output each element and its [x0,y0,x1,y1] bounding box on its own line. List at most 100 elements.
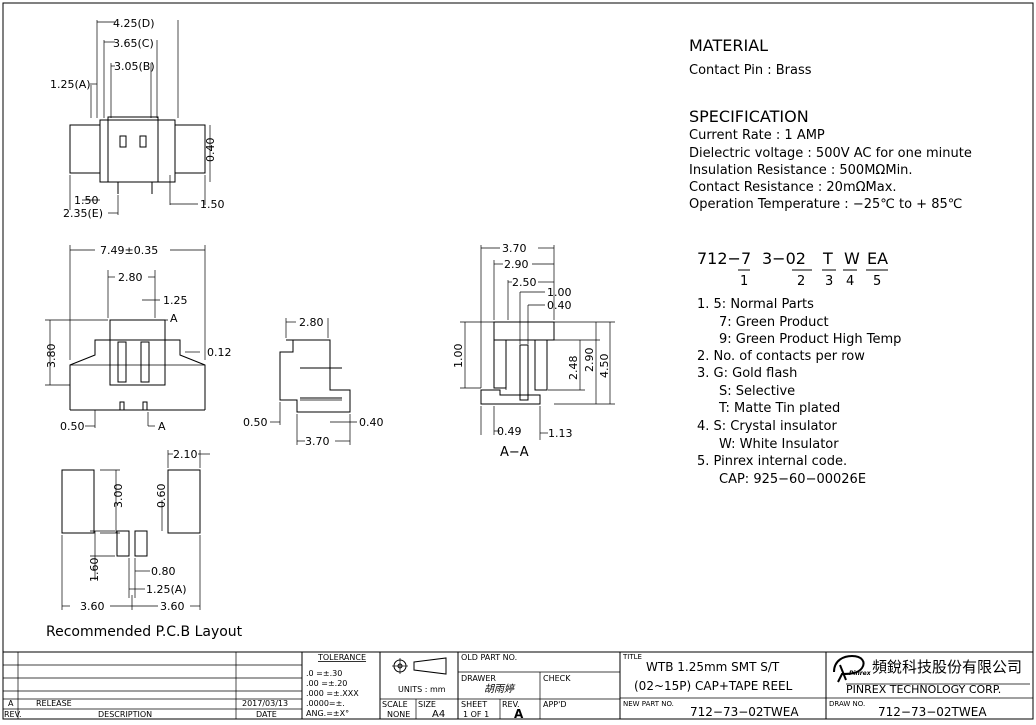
dim-sec-290-right: 2.90 [583,348,596,373]
note-line: 7: Green Product [719,315,829,330]
dim-sec-450: 4.50 [598,354,611,379]
dim-top-c: 3.65(C) [113,37,154,50]
draw-no-value: 712−73−02TWEA [878,705,987,719]
description-header: DESCRIPTION [98,710,152,719]
dim-sec-040: 0.40 [547,299,572,312]
note-line: 4. S: Crystal insulator [697,419,837,434]
release-date: 2017/03/13 [242,699,288,708]
dim-front-380: 3.80 [45,344,58,369]
title-line-2: (02~15P) CAP+TAPE REEL [634,679,793,693]
tolerance-line: .0000=±. [306,699,345,708]
note-line: 1. 5: Normal Parts [697,297,814,312]
tolerance-line: .000 =±.XXX [306,689,359,698]
tolerance-label: TOLERANCE [317,653,366,662]
company-cn: 頻銳科技股份有限公司 [872,658,1022,676]
dim-front-280: 2.80 [118,271,143,284]
title-label: TITLE [622,653,642,661]
date-header: DATE [256,710,277,719]
section-label: A−A [500,445,529,460]
side-view: 2.80 0.50 0.40 3.70 [243,316,384,448]
dim-top-150-left: 1.50 [74,194,99,207]
dim-sec-290: 2.90 [504,258,529,271]
material-contact: Contact Pin : Brass [689,63,812,78]
dim-sec-049: 0.49 [497,425,522,438]
dim-pcb-300: 3.00 [112,484,125,509]
front-view: 7.49±0.35 2.80 1.25 A 3.80 0.12 0.50 A [45,244,232,433]
rev-value: A [514,707,524,721]
part-code-index: 3 [825,274,833,289]
pcb-layout: 2.10 3.00 0.60 1.60 0.80 1.25(A) 3.60 3.… [46,448,243,640]
pinrex-logo-icon: Pinrex [833,654,872,683]
scale-value: NONE [387,710,410,719]
dim-pcb-360-left: 3.60 [80,600,105,613]
section-view: 3.70 2.90 2.50 1.00 0.40 1.00 2.48 2.90 … [452,242,615,460]
tolerance-line: .00 =±.20 [306,679,347,688]
dim-front-125: 1.25 [163,294,188,307]
dim-sec-250: 2.50 [512,276,537,289]
units-label: UNITS : mm [398,685,446,694]
note-line: W: White Insulator [719,437,839,452]
dim-top-a: 1.25(A) [50,78,91,91]
rev-letter: A [8,699,14,708]
dim-pcb-160: 1.60 [88,558,101,583]
dim-pcb-210: 2.10 [173,448,198,461]
size-label: SIZE [418,700,436,709]
note-line: 5. Pinrex internal code. [697,454,847,469]
dim-side-370: 3.70 [305,435,330,448]
release-text: RELEASE [36,699,72,708]
note-line: 9: Green Product High Temp [719,332,901,347]
spec-heading: SPECIFICATION [689,107,809,126]
section-mark-a-bottom: A [158,420,166,433]
dim-sec-248: 2.48 [567,356,580,381]
check-label: CHECK [543,674,571,683]
part-code-group: W [844,249,860,268]
part-code-index: 1 [740,274,748,289]
dim-pcb-125a: 1.25(A) [146,583,187,596]
part-code-index: 5 [873,274,881,289]
size-value: A4 [432,709,445,720]
dim-sec-100-left: 1.00 [452,344,465,369]
part-code-group: 712−7 [697,249,751,268]
part-code-group: EA [867,249,888,268]
tolerance-line: ANG.=±X° [306,709,349,718]
logo-text: Pinrex [849,670,872,677]
notes-list: 1. 5: Normal Parts 7: Green Product 9: G… [697,297,901,487]
rev-label: REV. [502,700,520,709]
material-heading: MATERIAL [689,36,768,55]
dim-front-050: 0.50 [60,420,85,433]
dim-side-040: 0.40 [359,416,384,429]
spec-line: Insulation Resistance : 500MΩMin. [689,163,913,178]
note-line: T: Matte Tin plated [718,401,840,416]
spec-line: Contact Resistance : 20mΩMax. [689,180,897,195]
tolerance-line: .0 =±.30 [306,669,342,678]
sheet-value: 1 OF 1 [463,710,489,719]
dim-front-012: 0.12 [207,346,232,359]
dim-top-d: 4.25(D) [113,17,155,30]
note-line: 3. G: Gold flash [697,366,797,381]
sheet-label: SHEET [461,700,487,709]
dim-side-050: 0.50 [243,416,268,429]
new-part-label: NEW PART NO. [623,700,674,708]
dim-front-width: 7.49±0.35 [100,244,158,257]
dim-side-280: 2.80 [299,316,324,329]
part-code: 712−7 3−02 T W EA 1 2 3 4 5 [697,249,888,289]
note-line: S: Selective [719,384,795,399]
spec-line: Operation Temperature : −25℃ to + 85℃ [689,197,962,212]
dim-pcb-080: 0.80 [151,565,176,578]
note-line: 2. No. of contacts per row [697,349,865,364]
note-line: CAP: 925−60−00026E [719,472,866,487]
drawer-name: 胡雨婷 [484,683,516,695]
scale-label: SCALE [382,700,408,709]
part-code-group: T [822,249,833,268]
dim-top-b: 3.05(B) [114,60,155,73]
dim-pcb-360-right: 3.60 [160,600,185,613]
part-code-group: 3−02 [762,249,806,268]
dim-top-e: 2.35(E) [63,207,103,220]
top-view: 4.25(D) 3.65(C) 3.05(B) 1.25(A) 0.40 1.5… [50,17,225,220]
dim-sec-370: 3.70 [502,242,527,255]
dim-pcb-060: 0.60 [155,484,168,509]
dim-sec-113: 1.13 [548,427,573,440]
dim-top-040: 0.40 [204,138,217,163]
